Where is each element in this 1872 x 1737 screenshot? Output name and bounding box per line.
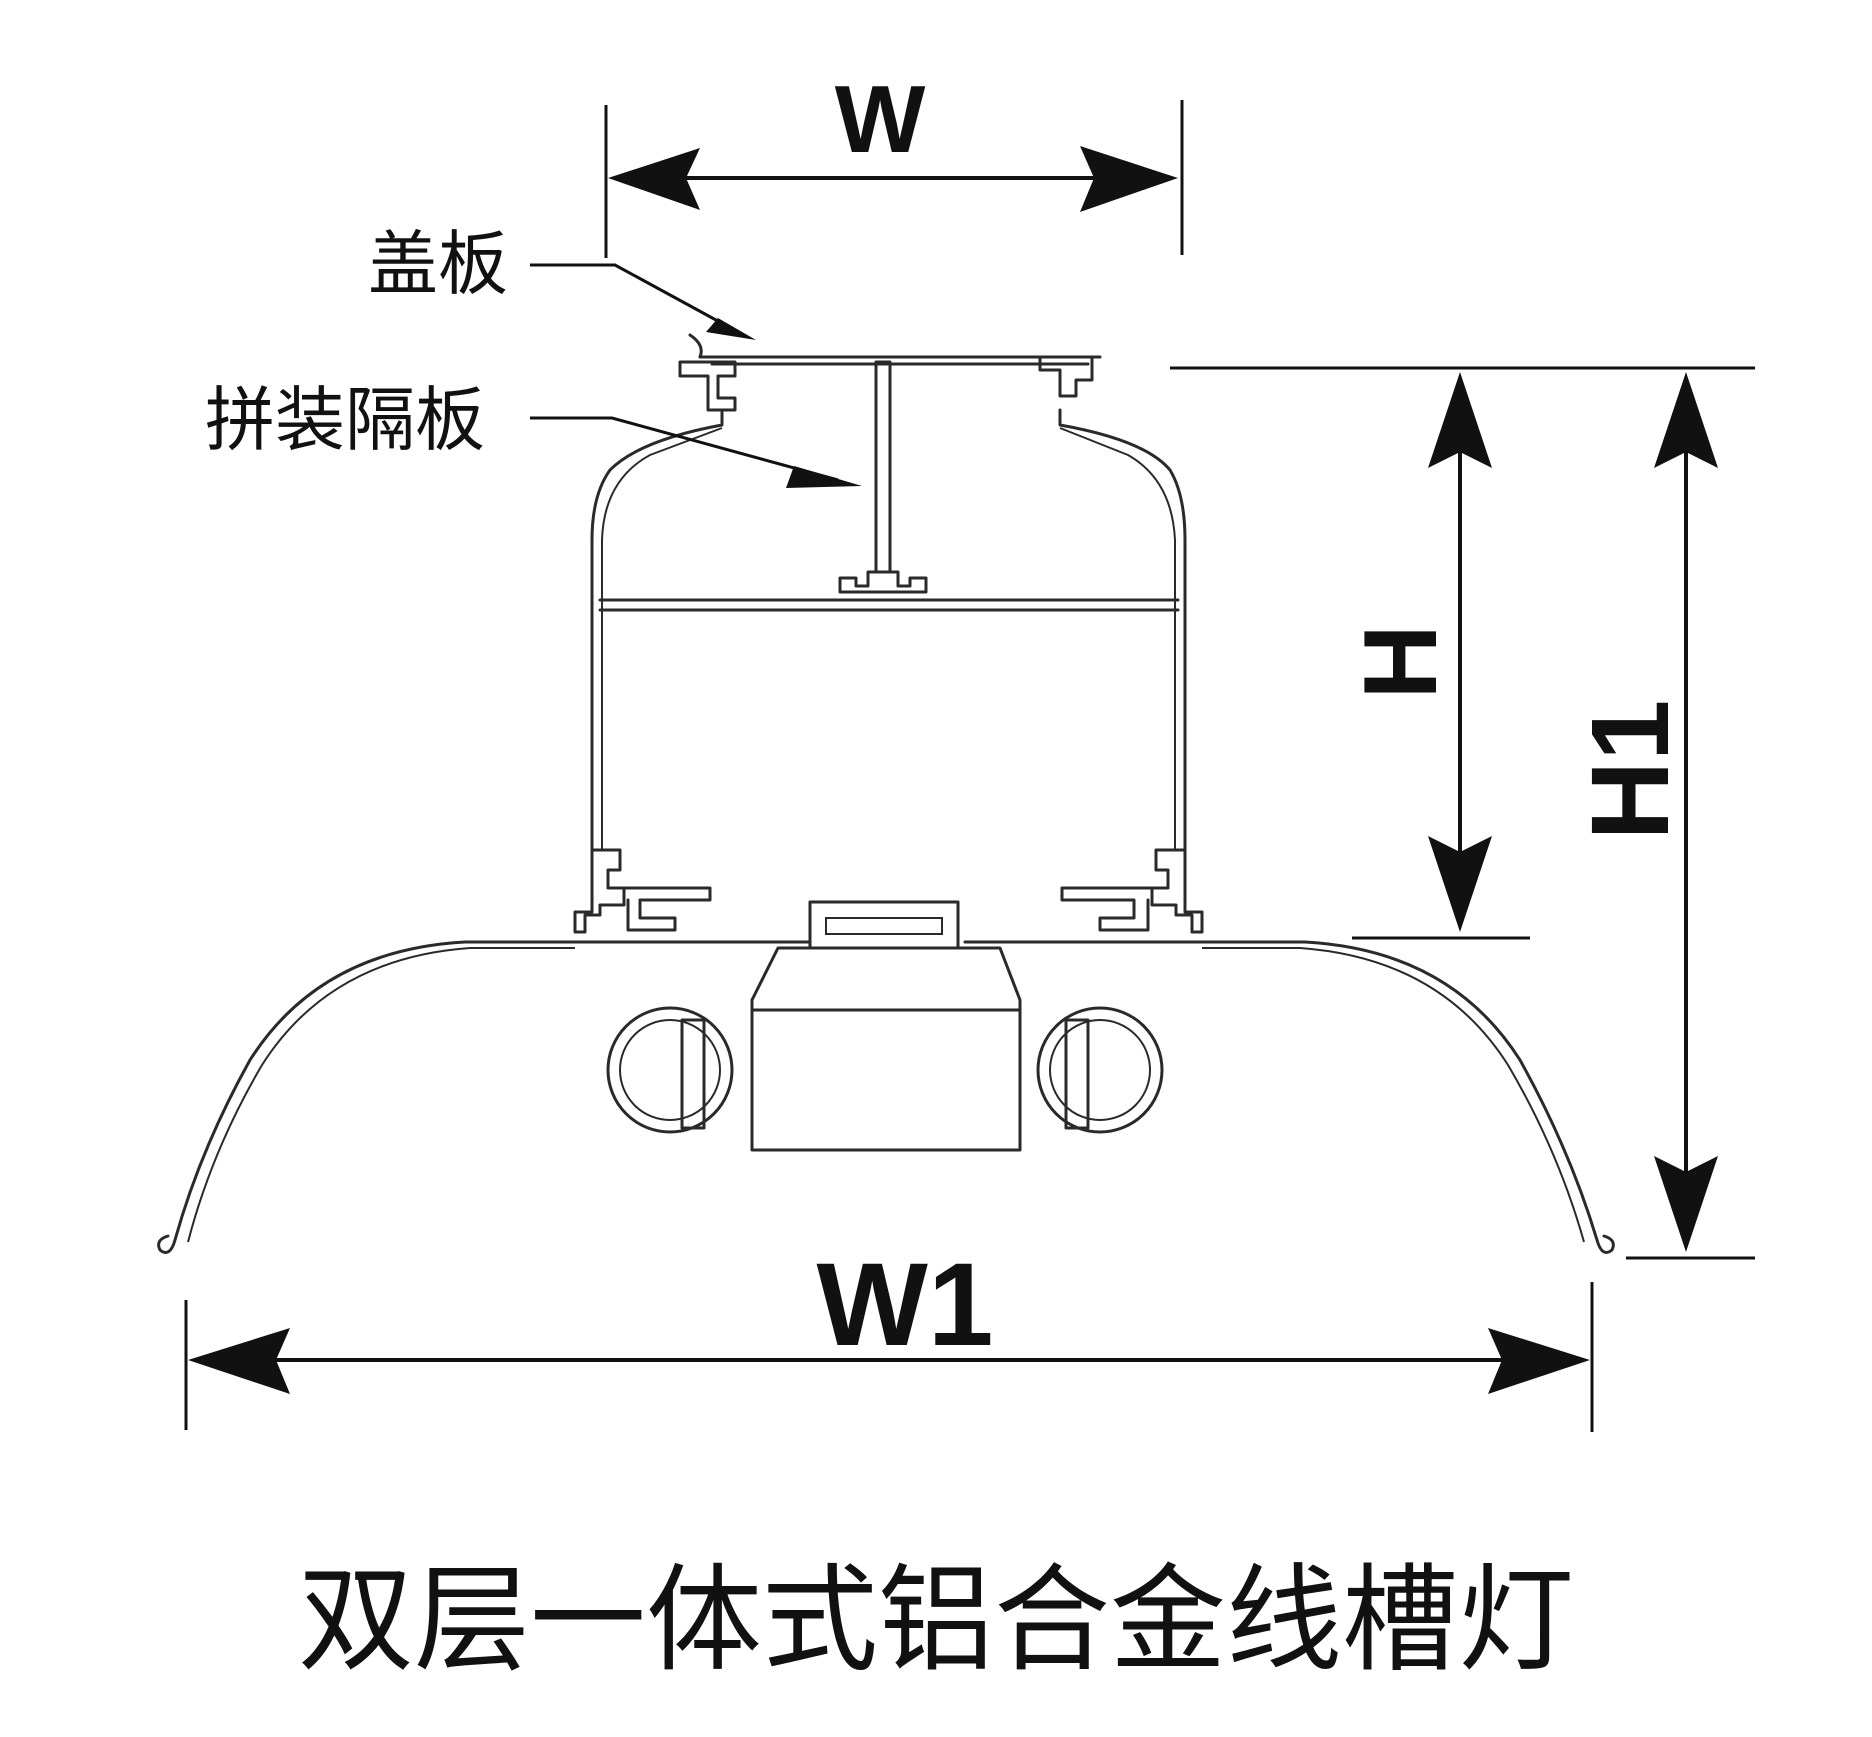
right-tube-clip — [1064, 1018, 1090, 1130]
h1-arrow-top — [1654, 372, 1718, 468]
callout-cover-plate-arrow — [706, 318, 756, 340]
divider-foot — [838, 570, 928, 594]
reflector-left — [157, 940, 577, 1254]
h1-label: H1 — [1569, 700, 1692, 841]
dimension-h1: H1 — [1569, 372, 1755, 1260]
w1-arrow-left — [188, 1328, 290, 1394]
callout-cover-plate-label: 盖板 — [368, 223, 508, 305]
right-tube-inner — [1049, 1019, 1151, 1121]
right-wall-outer — [1058, 408, 1187, 852]
left-joint-flange — [618, 886, 712, 932]
callout-divider-arrow — [786, 466, 862, 488]
right-lamp-tube — [1036, 1006, 1164, 1134]
right-joint-flange — [1060, 886, 1158, 932]
cover-left-clip — [678, 360, 737, 412]
w1-arrow-right — [1488, 1328, 1590, 1394]
center-connector-slot — [825, 917, 943, 935]
h1-arrow-bottom — [1654, 1156, 1718, 1252]
divider-plate — [838, 360, 928, 594]
left-bottom-joint — [573, 848, 812, 944]
left-wall-inner — [601, 427, 723, 541]
callout-divider: 拼装隔板 — [205, 379, 862, 488]
w-arrow-left — [608, 148, 700, 210]
callout-divider-label: 拼装隔板 — [205, 379, 485, 461]
right-wall-inner — [1059, 427, 1176, 541]
diagram-caption: 双层一体式铝合金线槽灯 — [298, 1553, 1574, 1688]
cover-right-clip — [1038, 355, 1094, 398]
dimension-w: W — [604, 66, 1184, 258]
right-bottom-joint — [963, 848, 1204, 944]
dimension-w1: W1 — [184, 1239, 1594, 1432]
right-joint-outline — [1150, 848, 1204, 934]
h-arrow-bottom — [1428, 836, 1492, 932]
callout-divider-leader — [530, 416, 839, 482]
reflector — [157, 940, 1615, 1254]
w-label: W — [835, 66, 926, 173]
left-wall-outer — [590, 408, 724, 852]
right-tube-outer — [1036, 1006, 1164, 1134]
divider-stem — [874, 360, 892, 574]
left-tube-clip — [680, 1018, 706, 1130]
upper-trunking — [573, 333, 1204, 944]
h-label: H — [1343, 624, 1459, 699]
callout-cover-plate: 盖板 — [368, 223, 756, 340]
reflector-left-inner — [187, 947, 575, 1243]
w1-label: W1 — [817, 1239, 994, 1371]
left-tube-outer — [606, 1006, 734, 1134]
callout-cover-plate-leader — [530, 263, 739, 334]
cover-hook — [688, 333, 703, 359]
w-arrow-right — [1080, 146, 1178, 212]
h-arrow-top — [1428, 372, 1492, 468]
dimension-h: H — [1170, 366, 1755, 940]
reflector-right-inner — [1202, 947, 1585, 1243]
left-tube-inner — [619, 1019, 721, 1121]
reflector-right — [1200, 940, 1615, 1254]
lamp-holder — [606, 900, 1164, 1152]
ballast-housing — [750, 946, 1022, 1152]
left-lamp-tube — [606, 1006, 734, 1134]
center-connector — [808, 900, 960, 950]
left-joint-outline — [573, 848, 626, 934]
